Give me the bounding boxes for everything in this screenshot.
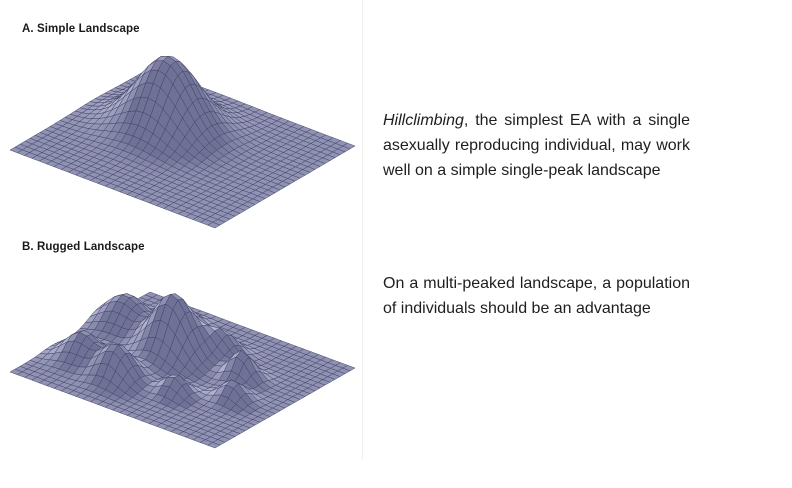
hillclimbing-term: Hillclimbing bbox=[383, 112, 464, 129]
mesh-cell bbox=[207, 222, 221, 229]
panel-a-description-text: , the simplest EA with a single asexuall… bbox=[383, 112, 690, 179]
rugged-landscape-surface bbox=[9, 291, 356, 449]
panel-a-label: A. Simple Landscape bbox=[22, 23, 140, 35]
divider-line bbox=[362, 0, 363, 460]
panel-b-label: B. Rugged Landscape bbox=[22, 241, 145, 253]
panel-b-description-text: On a multi-peaked landscape, a populatio… bbox=[383, 275, 690, 317]
panel-a-description: Hillclimbing, the simplest EA with a sin… bbox=[383, 108, 690, 183]
panel-b-description: On a multi-peaked landscape, a populatio… bbox=[383, 271, 690, 321]
simple-landscape-surface bbox=[9, 55, 356, 229]
mesh-cell bbox=[207, 442, 221, 449]
